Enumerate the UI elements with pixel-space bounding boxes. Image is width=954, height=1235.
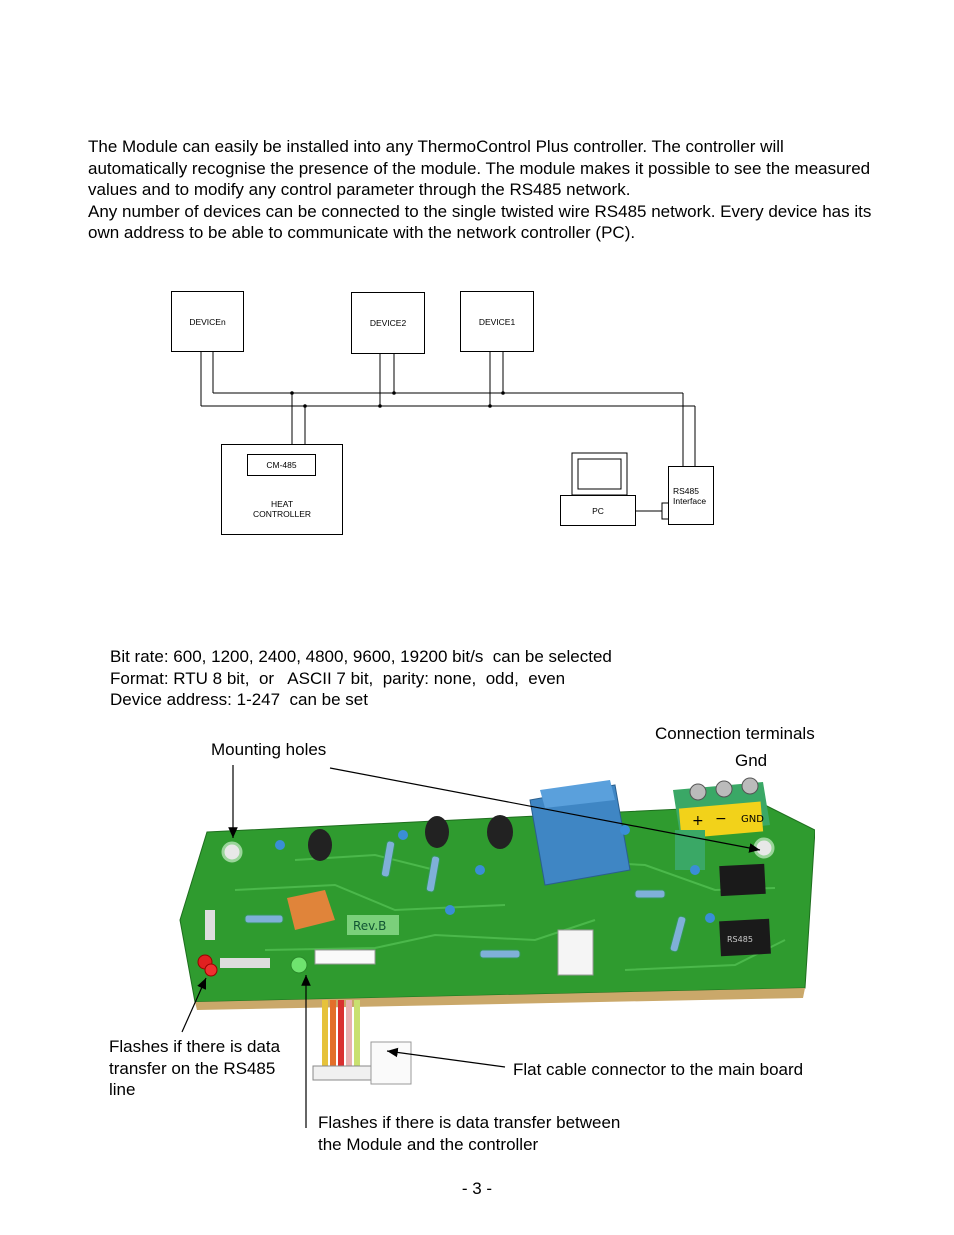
pc-label: PC (592, 505, 604, 516)
page-number: - 3 - (461, 1179, 493, 1198)
cm485-box: CM-485 (247, 454, 316, 476)
callout-gnd: Gnd (735, 751, 768, 770)
terminal-plus-label: + (692, 813, 704, 829)
intro-paragraph-2: Any number of devices can be connected t… (88, 201, 872, 243)
spec-format: Format: RTU 8 bit, or ASCII 7 bit, parit… (110, 668, 566, 688)
intro-text: The Module can easily be installed into … (88, 136, 878, 244)
callout-rs485-led-line-3: line (109, 1080, 136, 1099)
intro-paragraph-1: The Module can easily be installed into … (88, 137, 871, 199)
rs485-line-2: Interface (673, 495, 707, 506)
ic-chip-label: RS485 (727, 935, 753, 944)
device-1-box: DEVICE1 (460, 291, 534, 352)
device-n-box: DEVICEn (171, 291, 244, 352)
pc-box: PC (560, 495, 636, 526)
callout-controller-led-line-1: Flashes if there is data transfer betwee… (318, 1113, 621, 1132)
network-diagram-wiring (200, 351, 696, 520)
device-n-label: DEVICEn (189, 316, 226, 327)
callout-controller-led: Flashes if there is data transfer betwee… (318, 1112, 620, 1155)
callout-connection-terminals: Connection terminals (655, 724, 815, 743)
board-rev-label: Rev.B (353, 919, 386, 933)
cm485-label: CM-485 (266, 460, 297, 470)
spec-bit-rate: Bit rate: 600, 1200, 2400, 4800, 9600, 1… (110, 647, 612, 666)
device-1-label: DEVICE1 (478, 316, 516, 327)
device-2-label: DEVICE2 (369, 318, 407, 328)
specifications: Bit rate: 600, 1200, 2400, 4800, 9600, 1… (110, 646, 612, 711)
callout-mounting-holes: Mounting holes (211, 740, 327, 759)
spec-address: Device address: 1-247 can be set (110, 690, 368, 709)
callout-rs485-led-line-2: transfer on the RS485 (109, 1058, 276, 1078)
callout-rs485-led: Flashes if there is data transfer on the… (109, 1036, 280, 1101)
callout-controller-led-line-2: the Module and the controller (318, 1134, 539, 1154)
heat-controller-line-2: CONTROLLER (252, 509, 312, 519)
terminal-minus-label: − (715, 811, 727, 827)
device-2-box: DEVICE2 (351, 292, 425, 354)
rs485-line-1: RS485 (673, 485, 699, 496)
callout-rs485-led-line-1: Flashes if there is data (109, 1037, 281, 1056)
heat-controller-line-1: HEAT (270, 499, 294, 509)
callout-flat-cable: Flat cable connector to the main board (513, 1060, 804, 1079)
terminal-gnd-label: GND (741, 814, 764, 825)
